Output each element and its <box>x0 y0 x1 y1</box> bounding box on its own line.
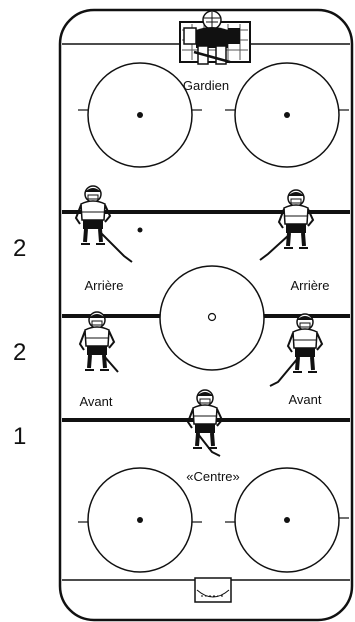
label-arriere-right: Arrière <box>290 278 329 293</box>
row-number-wings: 2 <box>13 339 26 366</box>
label-avant-right: Avant <box>288 392 321 407</box>
row-number-centre: 1 <box>13 423 26 450</box>
label-arriere-left: Arrière <box>84 278 123 293</box>
centre-faceoff-circle <box>160 266 264 370</box>
label-avant-left: Avant <box>79 394 112 409</box>
label-gardien: Gardien <box>183 78 229 93</box>
row-number-defense: 2 <box>13 235 26 262</box>
neutral-zone-dot <box>138 228 143 233</box>
bottom-goal-net-icon <box>195 578 231 602</box>
label-centre: «Centre» <box>186 469 239 484</box>
